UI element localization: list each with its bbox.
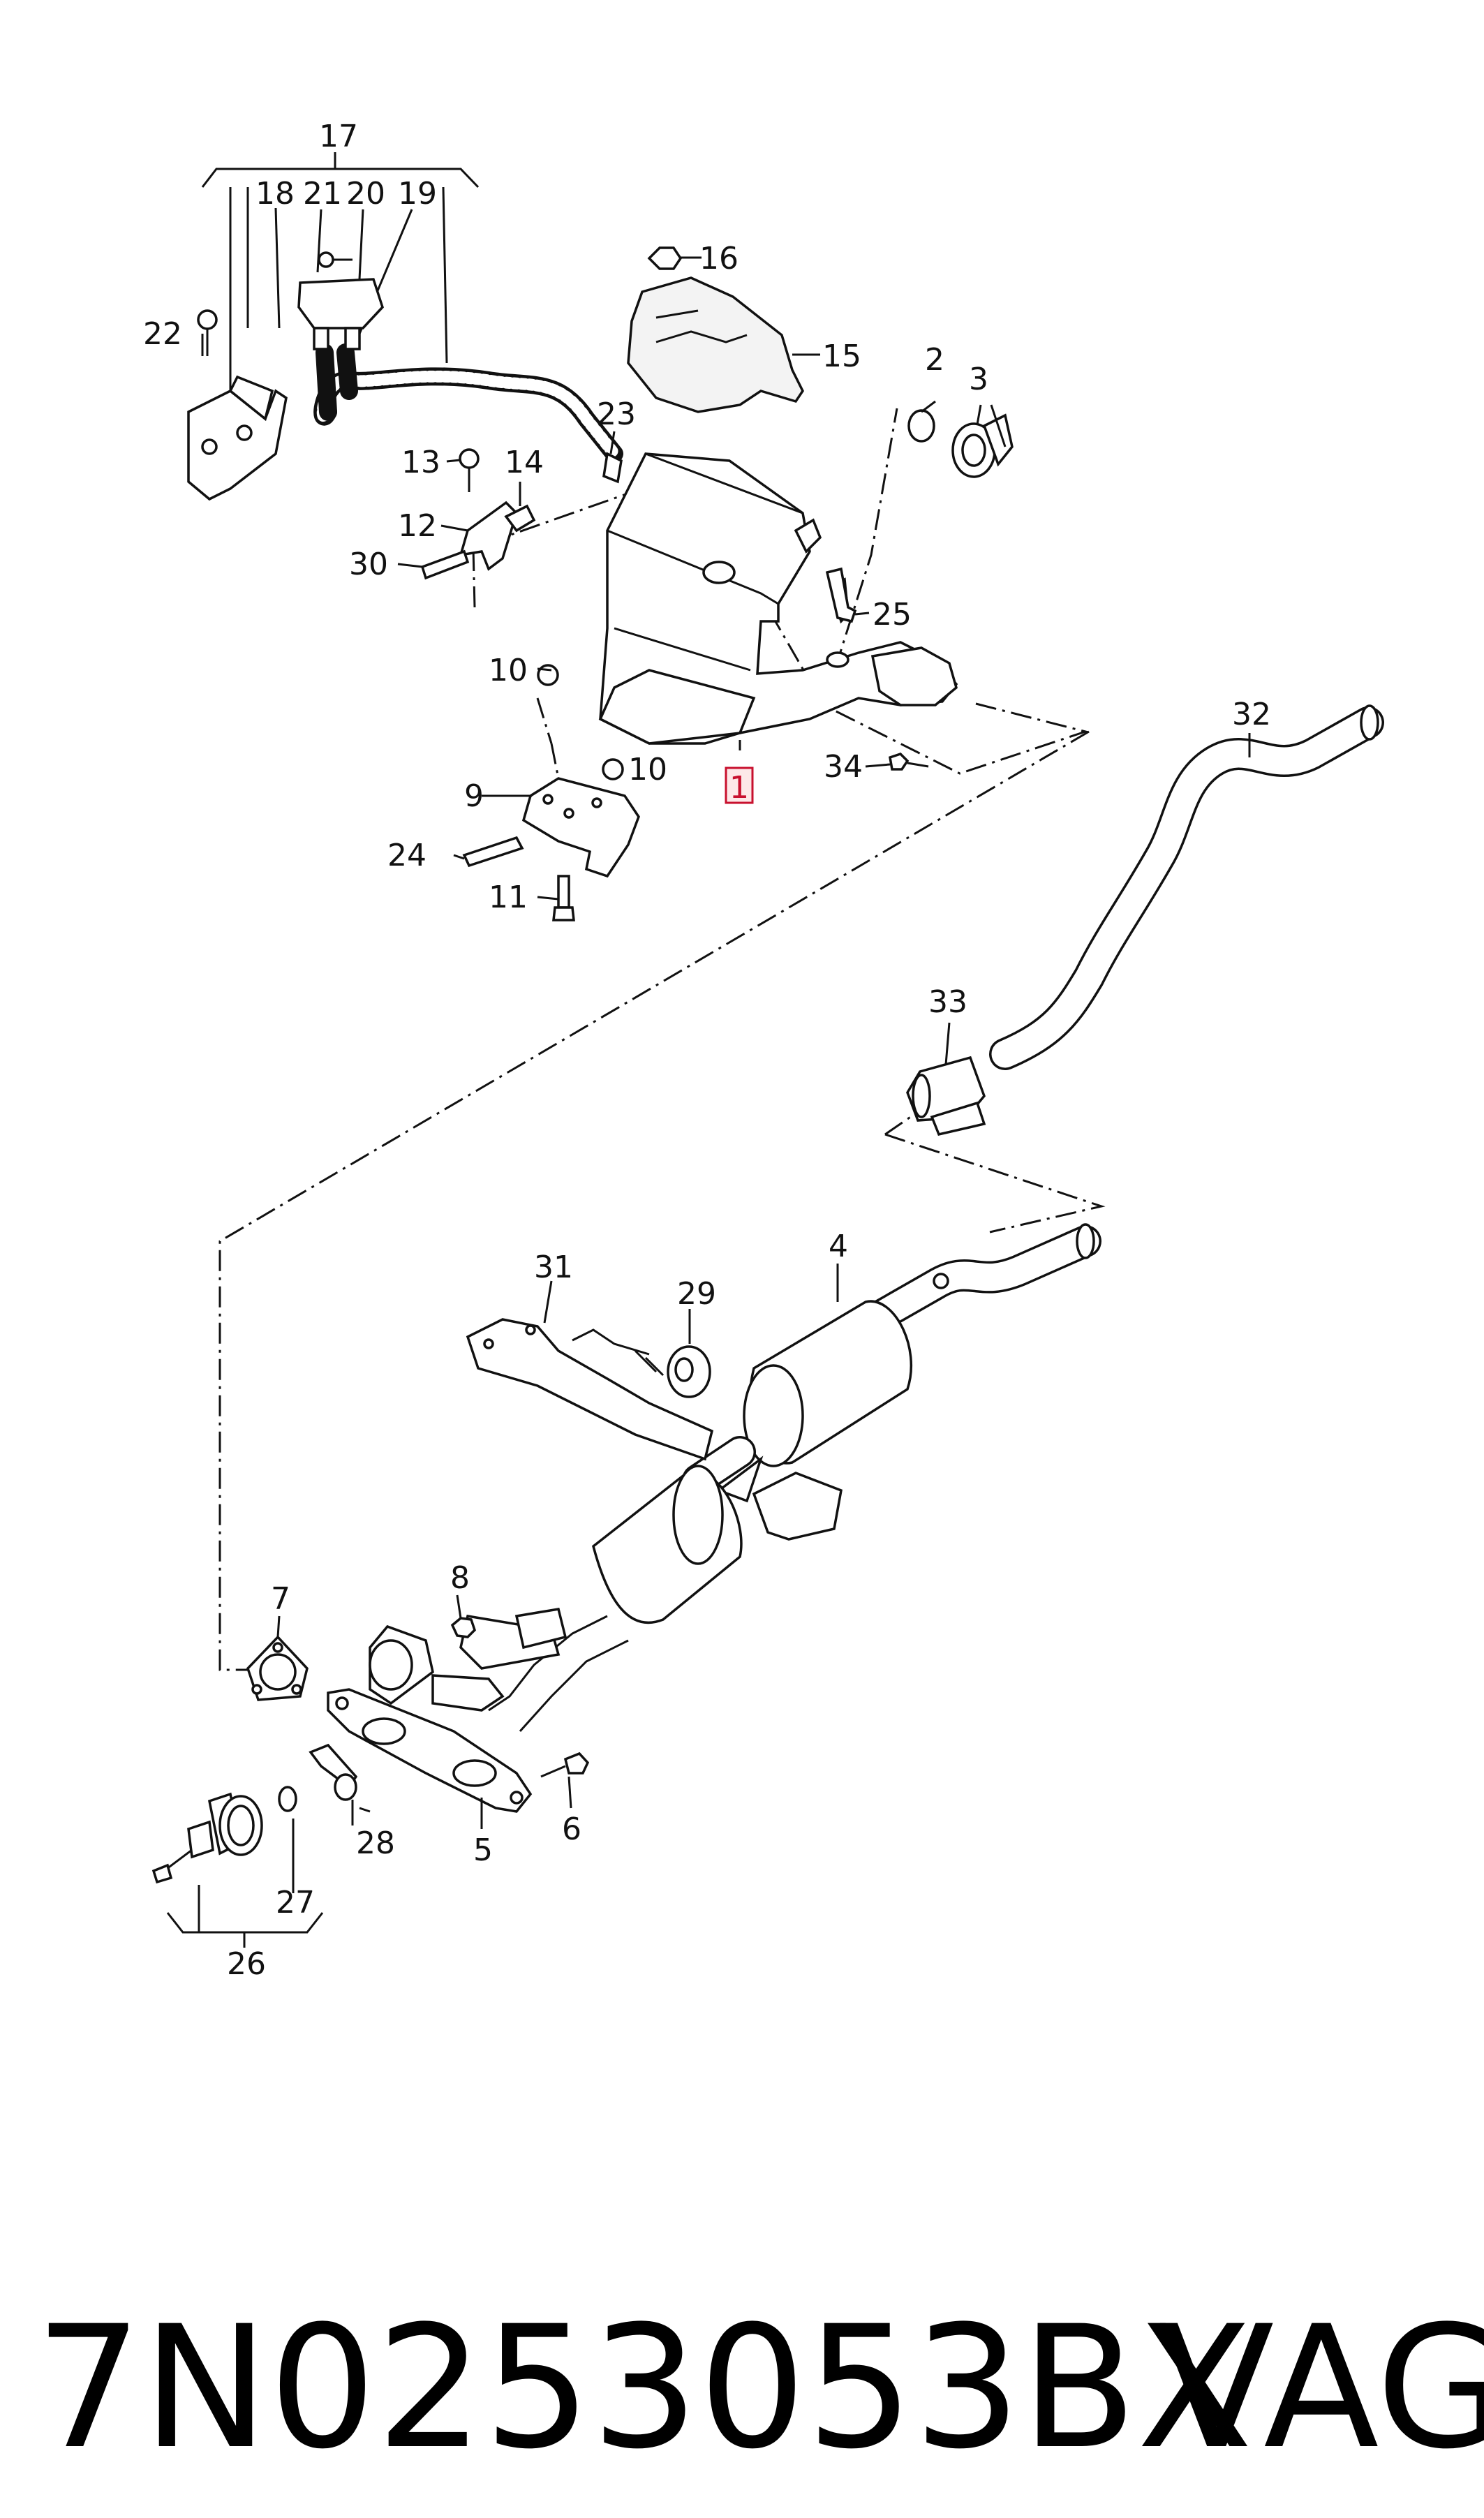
lower-bracket: [462, 664, 640, 921]
callout-33[interactable]: 33: [928, 984, 967, 1020]
callout-29[interactable]: 29: [677, 1276, 716, 1312]
callout-24[interactable]: 24: [387, 838, 426, 873]
part-number: 7N0253053BX: [35, 2290, 1253, 2487]
sensor-group: [151, 1743, 371, 1948]
callout-14[interactable]: 14: [505, 445, 544, 480]
callout-11[interactable]: 11: [489, 880, 528, 915]
callout-34[interactable]: 34: [824, 749, 863, 785]
callout-10b[interactable]: 10: [628, 752, 667, 787]
bolt-6: [540, 1752, 590, 1778]
callout-15[interactable]: 15: [822, 339, 861, 374]
callout-19[interactable]: 19: [398, 176, 437, 212]
front-pipe-cat: [459, 1223, 1101, 1733]
nut-8: [450, 1617, 477, 1638]
callout-20[interactable]: 20: [346, 176, 385, 212]
callout-23[interactable]: 23: [597, 397, 636, 432]
callout-30[interactable]: 30: [349, 547, 388, 582]
callout-13[interactable]: 13: [401, 445, 440, 480]
callout-22[interactable]: 22: [143, 316, 182, 352]
callout-26[interactable]: 26: [227, 1946, 266, 1982]
heat-shield-group: [627, 246, 805, 413]
callout-4[interactable]: 4: [829, 1229, 848, 1264]
callout-5[interactable]: 5: [473, 1832, 493, 1868]
gasket-7: [246, 1635, 309, 1701]
clamp-33: [906, 1056, 986, 1136]
callout-labels: 17 18 21 20 19 16 15 2 3 22 23 13 14 12 …: [143, 119, 1271, 1982]
callout-21[interactable]: 21: [303, 176, 342, 212]
callout-2[interactable]: 2: [925, 342, 944, 378]
callout-8[interactable]: 8: [450, 1560, 470, 1596]
callout-28[interactable]: 28: [356, 1825, 395, 1861]
callout-6[interactable]: 6: [562, 1812, 581, 1847]
clip-25: [825, 567, 857, 623]
callout-17[interactable]: 17: [319, 119, 358, 154]
brand-label: VAG: [1159, 2290, 1484, 2487]
callout-27[interactable]: 27: [276, 1885, 315, 1920]
callout-9[interactable]: 9: [464, 778, 484, 814]
pipe-32: [989, 704, 1384, 1070]
footer: 7N0253053BX VAG: [35, 2304, 1484, 2473]
left-bracket: [187, 309, 288, 501]
callout-31[interactable]: 31: [534, 1250, 573, 1285]
small-bracket: [420, 448, 536, 580]
pressure-sensor-assembly: [201, 152, 623, 484]
leader-lines: [201, 256, 1251, 1829]
callout-7[interactable]: 7: [271, 1581, 290, 1617]
callout-12[interactable]: 12: [398, 508, 437, 544]
callout-1[interactable]: 1: [729, 770, 749, 806]
clamp-group: [907, 404, 1014, 478]
bracket-31: [466, 1318, 714, 1461]
bolt-34: [889, 752, 929, 771]
callout-25[interactable]: 25: [873, 597, 912, 632]
callout-16[interactable]: 16: [699, 241, 739, 276]
callout-32[interactable]: 32: [1232, 697, 1271, 732]
callout-3[interactable]: 3: [969, 362, 988, 397]
flange-bracket-5: [327, 1624, 533, 1813]
callout-10a[interactable]: 10: [489, 653, 528, 688]
callout-18[interactable]: 18: [255, 176, 295, 212]
particulate-filter: [598, 452, 958, 745]
highlighted-callout-box[interactable]: [725, 766, 754, 804]
